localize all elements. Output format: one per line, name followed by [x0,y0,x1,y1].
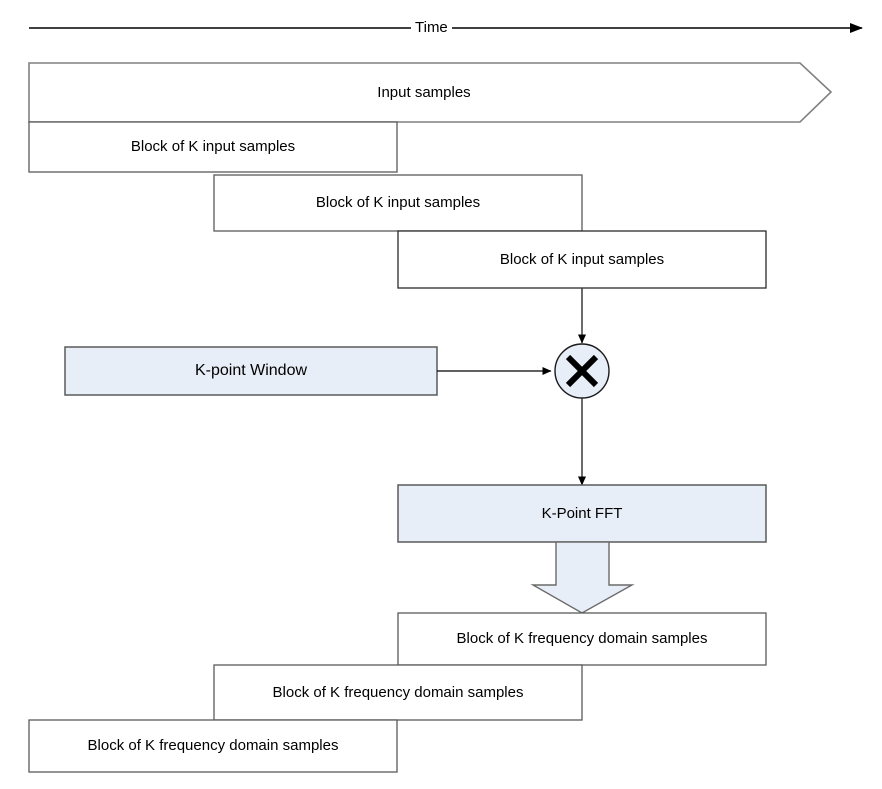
input-block-3-rect [397,230,767,289]
k-point-fft-box [397,484,767,543]
input-block-3 [397,230,767,289]
output-block-3-rect [28,719,398,773]
time-axis-label: Time [411,19,452,36]
output-block-2-rect [213,664,583,721]
k-point-fft-rect [397,484,767,543]
output-block-1-rect [397,612,767,666]
output-block-3 [28,719,398,773]
k-point-window-box [64,346,438,396]
output-block-2 [213,664,583,721]
input-block-2 [213,174,583,232]
block-arrow-down-icon [530,541,635,614]
output-block-1 [397,612,767,666]
multiply-icon [554,343,610,399]
input-samples-banner-shape [28,62,833,123]
input-block-1-rect [28,121,398,173]
input-block-1 [28,121,398,173]
input-samples-banner [28,62,833,123]
k-point-window-rect [64,346,438,396]
input-block-2-rect [213,174,583,232]
block-arrow-shape [530,541,635,614]
multiply-stroke-b [565,354,599,388]
